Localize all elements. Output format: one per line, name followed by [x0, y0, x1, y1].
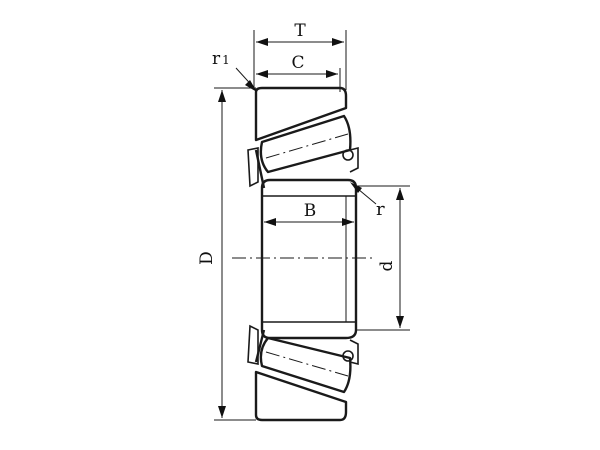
arrow-T-right: [332, 38, 344, 46]
arrow-D-top: [218, 90, 226, 102]
roller-bottom: [247, 324, 359, 394]
cage-bottom: [247, 324, 359, 366]
arrow-B-left: [264, 218, 276, 226]
arrow-d-bottom: [396, 316, 404, 328]
label-r1-sub: 1: [222, 53, 230, 67]
cage-top: [247, 146, 359, 188]
roller-bottom-axis: [265, 351, 349, 377]
label-d: d: [377, 260, 397, 271]
arrow-C-left: [256, 70, 268, 78]
label-r1-main: r: [212, 49, 221, 69]
roller-top-outline: [259, 114, 352, 174]
arrow-B-right: [342, 218, 354, 226]
outer-ring: [254, 86, 348, 422]
outer-ring-bottom: [254, 370, 348, 422]
cage-pin-top: [342, 149, 354, 161]
outer-ring-top: [254, 86, 348, 142]
arrow-d-top: [396, 188, 404, 200]
roller-top-axis: [265, 133, 349, 159]
radius-r: r: [350, 182, 385, 220]
arrow-r: [350, 182, 362, 193]
inner-ring: [254, 149, 358, 363]
roller-top: [247, 114, 359, 188]
arrow-T-left: [256, 38, 268, 46]
arrow-C-right: [326, 70, 338, 78]
roller-bottom-outline: [259, 336, 352, 394]
dimension-d: d: [356, 185, 410, 331]
label-r: r: [376, 199, 385, 220]
arrow-D-bottom: [218, 406, 226, 418]
dimension-T: T: [253, 21, 347, 90]
label-B: B: [304, 201, 317, 221]
label-D: D: [197, 251, 217, 265]
label-T: T: [294, 21, 306, 41]
dimension-C: C: [256, 53, 341, 92]
cage-pin-bottom: [342, 350, 354, 362]
dimension-D: D: [197, 87, 256, 421]
label-C: C: [291, 53, 304, 73]
dimension-B: B: [264, 201, 354, 226]
arrow-r1: [245, 80, 257, 92]
